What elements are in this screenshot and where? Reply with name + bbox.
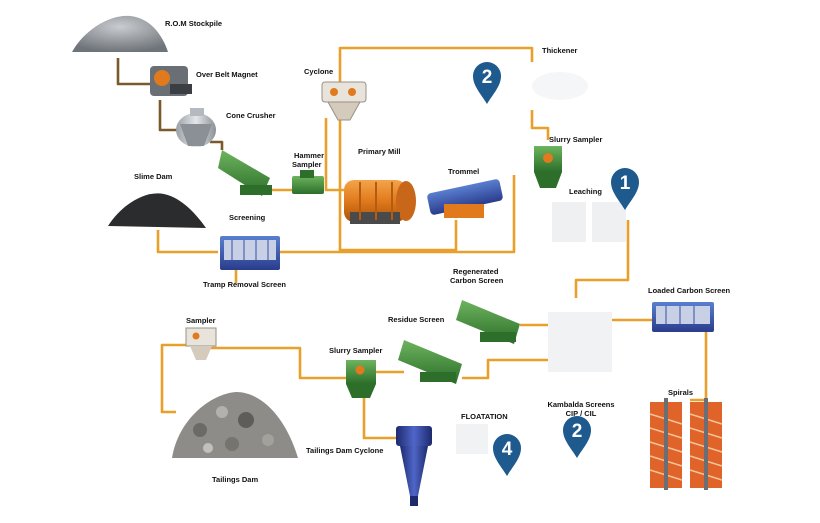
slurry-sampler-bottom	[346, 360, 376, 398]
label-slurry-sampler-top: Slurry Sampler	[549, 135, 603, 144]
label-slime-dam: Slime Dam	[134, 172, 173, 181]
label-over-belt-magnet: Over Belt Magnet	[196, 70, 258, 79]
pipe-cyclone-mill	[338, 118, 458, 252]
thickener	[532, 72, 588, 100]
flotation-cell	[456, 424, 488, 454]
cone-crusher	[176, 108, 216, 147]
label-cyclone: Cyclone	[304, 67, 334, 76]
vibrating-feeder	[218, 150, 272, 196]
label-flotation: FLOATATION	[461, 412, 508, 421]
marker-pin-top[interactable]: 2	[473, 62, 501, 104]
label-tramp-removal-screen: Tramp Removal Screen	[203, 280, 286, 289]
pipe-thickener-sampler	[530, 110, 550, 140]
leaching-tanks	[552, 202, 626, 242]
tailings-dam-cyclone	[396, 426, 432, 506]
label-primary-mill: Primary Mill	[358, 147, 401, 156]
tramp-removal-screen	[220, 236, 280, 270]
marker-pin-kambalda[interactable]: 2	[563, 416, 591, 458]
slime-dam-pile	[108, 193, 206, 228]
pipe-slime-screen	[156, 230, 218, 254]
marker-pin-flotation[interactable]: 4	[493, 434, 521, 476]
label-rom-stockpile: R.O.M Stockpile	[165, 19, 223, 28]
feed-conveyor-pipes	[116, 58, 224, 150]
label-hammer-sampler-line2: Sampler	[292, 160, 322, 169]
carbon-column	[548, 312, 612, 372]
label-trommel: Trommel	[448, 167, 480, 176]
spirals	[649, 398, 723, 490]
label-regenerated-line2: Carbon Screen	[450, 276, 504, 285]
pipe-sampler-left	[160, 343, 186, 414]
process-pipes	[156, 46, 708, 440]
primary-mill	[344, 180, 416, 224]
hammer-sampler	[292, 170, 324, 194]
loaded-carbon-screen	[652, 302, 714, 332]
slurry-sampler-top	[534, 146, 562, 188]
label-regenerated-line1: Regenerated	[453, 267, 499, 276]
trommel	[427, 179, 503, 218]
marker-pin-flotation-number: 4	[502, 439, 513, 460]
rom-stockpile-pile	[72, 15, 168, 52]
label-kambalda-line1: Kambalda Screens	[547, 400, 615, 409]
pipe-trommel-cyclone	[324, 118, 344, 192]
sampler-bottom	[185, 327, 217, 360]
tailings-dam-rocks	[172, 392, 298, 458]
label-slurry-sampler-bottom: Slurry Sampler	[329, 346, 383, 355]
pipe-sampler-screen	[280, 175, 516, 254]
pipe-magnet-crusher	[158, 100, 180, 132]
label-hammer-sampler-line1: Hammer	[294, 151, 325, 160]
label-tailings-dam: Tailings Dam	[212, 475, 259, 484]
regenerated-carbon-screen	[456, 300, 520, 344]
pipe-stockpile-magnet	[116, 58, 154, 86]
over-belt-magnet	[150, 66, 192, 96]
label-cone-crusher: Cone Crusher	[226, 111, 276, 120]
pipe-slurry-cyclone	[362, 392, 396, 440]
label-thickener: Thickener	[542, 46, 578, 55]
marker-pin-top-number: 2	[482, 67, 493, 88]
label-kambalda-line2: CIP / CIL	[565, 409, 597, 418]
marker-pin-kambalda-number: 2	[572, 421, 583, 442]
pipe-cyclone-thickener	[338, 46, 534, 82]
pipe-crusher-sampler	[210, 140, 224, 150]
label-screening: Screening	[229, 213, 266, 222]
marker-pin-leaching[interactable]: 1	[611, 168, 639, 210]
pipe-sampler-slurry	[210, 346, 346, 380]
label-sampler: Sampler	[186, 316, 216, 325]
label-leaching: Leaching	[569, 187, 602, 196]
cyclone-top	[321, 81, 367, 121]
residue-screen	[398, 340, 462, 384]
label-spirals: Spirals	[668, 388, 694, 397]
label-loaded-carbon-screen: Loaded Carbon Screen	[648, 286, 731, 295]
marker-pin-leaching-number: 1	[620, 173, 631, 194]
pipe-leach-right	[574, 220, 630, 298]
label-tailings-dam-cyclone: Tailings Dam Cyclone	[306, 446, 384, 455]
label-residue-screen: Residue Screen	[388, 315, 445, 324]
pipe-residue	[462, 358, 548, 380]
